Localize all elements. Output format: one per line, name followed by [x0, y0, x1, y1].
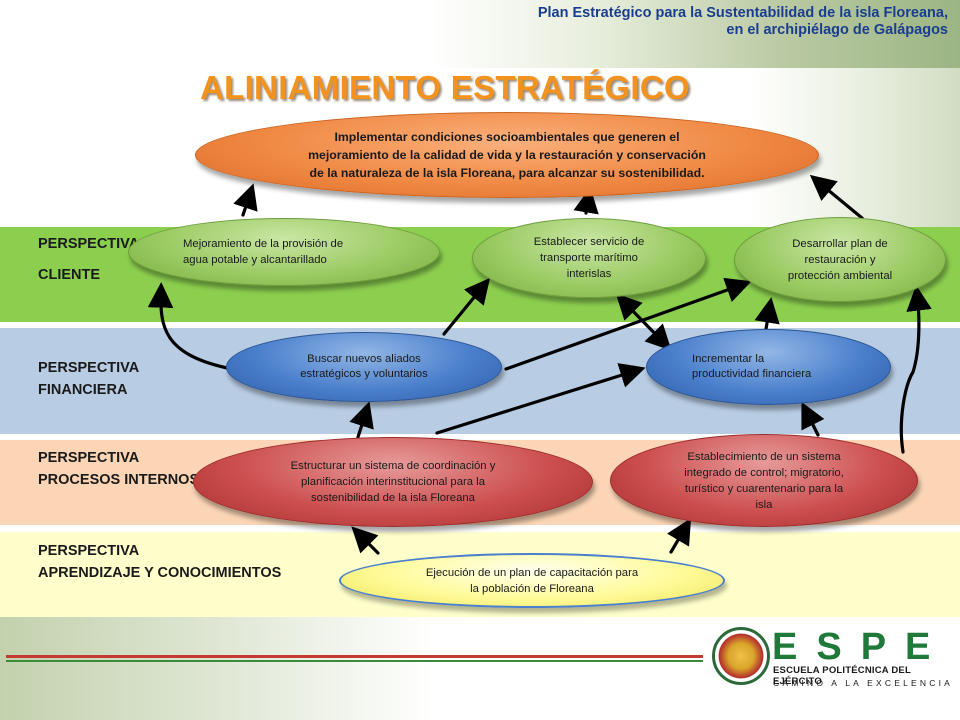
agua-line-1: Mejoramiento de la provisión de: [183, 238, 344, 250]
capacitacion-line-1: Ejecución de un plan de capacitación par…: [425, 566, 639, 579]
productividad-line-1: Incrementar la: [692, 353, 765, 365]
arrow-coordinacion-to-aliados: [349, 401, 374, 439]
arrow-control-to-productividad: [801, 401, 825, 437]
transporte-line-3: interislas: [566, 268, 612, 280]
label-procesos-line1: PERSPECTIVA: [38, 450, 140, 466]
label-perspectiva-financiera: PERSPECTIVA FINANCIERA: [38, 357, 139, 401]
espe-seal-icon: [712, 627, 770, 685]
espe-logo-letters: ESPE: [772, 626, 950, 668]
label-perspectiva-cliente: PERSPECTIVA CLIENTE: [38, 233, 139, 286]
arrow-capacitacion-to-control: [667, 518, 692, 554]
objective-agua[interactable]: Mejoramiento de la provisión de agua pot…: [128, 218, 440, 286]
arrow-coordinacion-to-productividad: [435, 363, 646, 435]
capacitacion-line-2: la población de Floreana: [470, 582, 594, 595]
coordinacion-line-1: Estructurar un sistema de coordinación y: [290, 460, 496, 472]
label-financiera-line1: PERSPECTIVA: [38, 360, 140, 376]
ambiental-line-1: Desarrollar plan de: [792, 237, 888, 250]
label-aprendizaje-line1: PERSPECTIVA: [38, 543, 140, 559]
espe-logo-name: ESCUELA POLITÉCNICA DEL EJÉRCITO: [773, 665, 911, 687]
arrow-transporte-to-vision: [573, 187, 599, 215]
label-cliente-line1: PERSPECTIVA: [38, 236, 140, 252]
aliados-line-1: Buscar nuevos aliados: [307, 353, 421, 365]
top-banner: [0, 0, 960, 68]
control-line-1: Establecimiento de un sistema: [687, 450, 841, 463]
control-line-2: integrado de control; migratorio,: [684, 466, 844, 479]
objective-transporte[interactable]: Establecer servicio de transporte maríti…: [472, 218, 706, 298]
transporte-line-2: transporte marítimo: [540, 252, 638, 264]
label-procesos-line2: PROCESOS INTERNOS: [38, 472, 200, 488]
transporte-line-1: Establecer servicio de: [533, 236, 645, 248]
label-aprendizaje-line2: APRENDIZAJE Y CONOCIMIENTOS: [38, 565, 282, 581]
header-line-1: Plan Estratégico para la Sustentabilidad…: [537, 5, 948, 21]
productividad-line-2: productividad financiera: [692, 368, 812, 380]
aliados-line-2: estratégicos y voluntarios: [300, 368, 428, 380]
ambiental-line-3: protección ambiental: [787, 269, 893, 282]
vision-line-2: mejoramiento de la calidad de vida y la …: [308, 148, 706, 162]
footer-rule-green: [6, 660, 703, 662]
vision-line-1: Implementar condiciones socioambientales…: [334, 130, 680, 144]
coordinacion-line-3: sostenibilidad de la isla Floreana: [311, 492, 475, 504]
arrow-aliados-to-transporte: [442, 277, 491, 336]
coordinacion-line-2: planificación interinstitucional para la: [300, 476, 485, 488]
control-line-3: turístico y cuarentenario para la: [684, 482, 844, 495]
arrow-ambiental-to-vision: [809, 174, 864, 220]
vision-line-3: de la naturaleza de la isla Floreana, pa…: [309, 166, 705, 180]
arrow-transporte-productividad: [615, 293, 672, 351]
footer-rule-red: [6, 655, 703, 658]
header-line-2: en el archipiélago de Galápagos: [726, 22, 948, 38]
label-perspectiva-procesos: PERSPECTIVA PROCESOS INTERNOS: [38, 447, 199, 491]
objective-capacitacion[interactable]: Ejecución de un plan de capacitación par…: [339, 553, 725, 608]
arrow-aliados-to-agua: [147, 282, 234, 371]
objective-productividad[interactable]: Incrementar la productividad financiera: [646, 329, 891, 405]
ambiental-line-2: restauración y: [804, 253, 876, 266]
label-cliente-line2: CLIENTE: [38, 267, 101, 283]
page-title: ALINIAMIENTO ESTRATÉGICO: [200, 69, 690, 106]
arrow-aliados-to-ambiental: [504, 277, 752, 371]
objective-control[interactable]: Establecimiento de un sistema integrado …: [610, 434, 918, 527]
espe-logo-motto: CAMINO A LA EXCELENCIA: [773, 678, 953, 688]
arrow-capacitacion-to-coordinacion: [351, 526, 380, 555]
header-subtitle: Plan Estratégico para la Sustentabilidad…: [538, 5, 948, 39]
objective-aliados[interactable]: Buscar nuevos aliados estratégicos y vol…: [226, 332, 502, 402]
control-line-4: isla: [755, 498, 773, 511]
objective-ambiental[interactable]: Desarrollar plan de restauración y prote…: [734, 217, 946, 302]
arrow-control-to-ambiental: [899, 285, 932, 454]
label-perspectiva-aprendizaje: PERSPECTIVA APRENDIZAJE Y CONOCIMIENTOS: [38, 540, 281, 584]
objective-coordinacion[interactable]: Estructurar un sistema de coordinación y…: [193, 437, 593, 527]
arrow-agua-to-vision: [233, 183, 258, 217]
objective-vision[interactable]: Implementar condiciones socioambientales…: [195, 112, 819, 198]
label-financiera-line2: FINANCIERA: [38, 382, 128, 398]
arrow-productividad-to-ambiental: [754, 297, 780, 331]
agua-line-2: agua potable y alcantarillado: [183, 254, 327, 266]
